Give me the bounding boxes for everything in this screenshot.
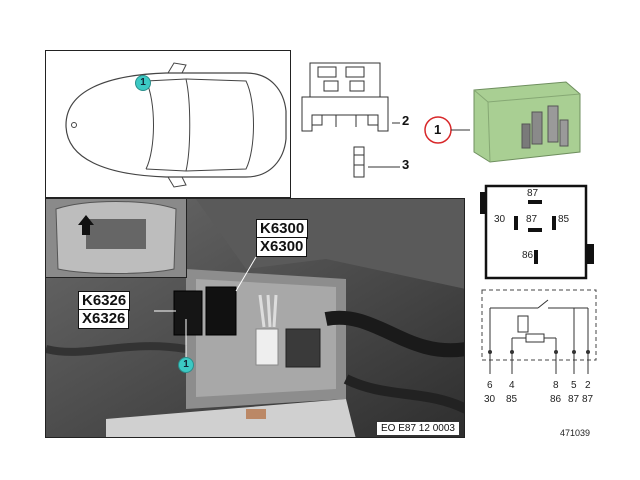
schematic-row2-87b: 87 [582, 394, 594, 405]
photo-inset [46, 199, 187, 278]
relay-component: 1 [420, 72, 600, 182]
pin-85: 85 [558, 214, 570, 225]
schematic-row1-5: 5 [571, 380, 577, 391]
relay-housing-drawing: 2 3 [292, 55, 412, 195]
car-overview-panel: 1 [45, 50, 291, 198]
pin-87-top: 87 [527, 188, 539, 199]
schematic-row2-85: 85 [506, 394, 518, 405]
label-x6300: X6300 [256, 237, 308, 257]
photo-callout-1: 1 [178, 357, 194, 373]
relay-pinout: 87 30 87 85 86 [478, 184, 598, 280]
relay-callout-1: 1 [434, 122, 442, 137]
schematic-drawing [481, 289, 597, 374]
pin-30: 30 [494, 214, 506, 225]
relay-illustration [424, 81, 581, 163]
pin-86: 86 [522, 250, 534, 261]
relay-schematic: 6 4 8 5 2 30 85 86 87 87 [478, 288, 600, 410]
pin-87-center: 87 [526, 214, 538, 225]
schematic-row1-2: 2 [585, 380, 591, 391]
schematic-row1-6: 6 [487, 380, 493, 391]
label-k6326: K6326 [78, 291, 131, 311]
schematic-row1-8: 8 [553, 380, 559, 391]
part-number-3: 3 [402, 157, 410, 172]
photo-caption: EO E87 12 0003 [376, 421, 460, 436]
label-x6326: X6326 [78, 309, 130, 329]
photo-leader-lines [154, 256, 257, 359]
pinout-frame [480, 184, 594, 280]
part-number-2: 2 [402, 113, 410, 128]
inset-rendering [46, 199, 186, 277]
inset-arrow-icon [78, 215, 94, 235]
diagram-number: 471039 [560, 428, 591, 438]
schematic-row2-87a: 87 [568, 394, 580, 405]
installation-photo: K6300 X6300 K6326 X6326 1 EO E87 12 0003 [45, 198, 465, 438]
car-callout-1: 1 [135, 75, 151, 91]
housing-line-art [301, 62, 400, 178]
schematic-row2-86: 86 [550, 394, 562, 405]
car-outline-drawing [65, 62, 287, 188]
schematic-row1-4: 4 [509, 380, 515, 391]
schematic-row2-30: 30 [484, 394, 496, 405]
